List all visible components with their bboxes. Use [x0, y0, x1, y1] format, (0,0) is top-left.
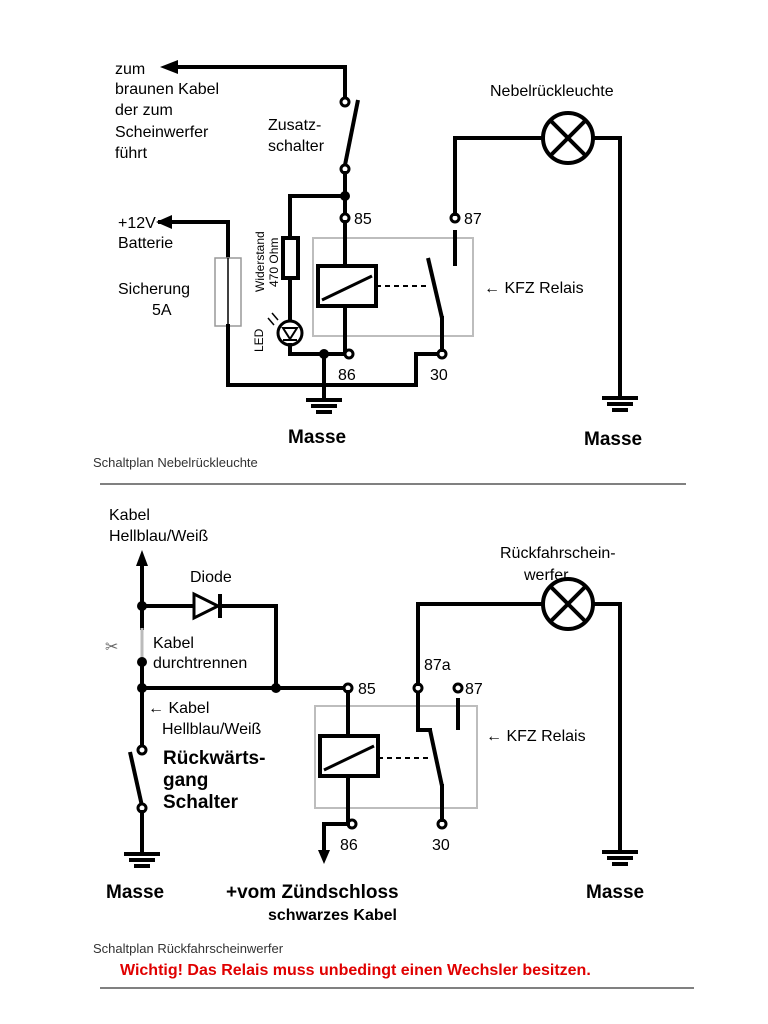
- label-cable-mid-2: Hellblau/Weiß: [162, 721, 262, 738]
- term-label-87: 87: [464, 211, 482, 228]
- label-cut-1: Kabel: [153, 635, 194, 652]
- terminal-86: [343, 348, 355, 360]
- ground-label-left: Masse: [288, 427, 346, 448]
- arrow-down-icon: [318, 850, 330, 864]
- extra-switch: [343, 99, 360, 166]
- switch-terminal: [339, 96, 351, 108]
- relay-coil: [318, 734, 380, 778]
- term-label-30: 30: [432, 837, 450, 854]
- diagram-fog-light: zum braunen Kabel der zum Scheinwerfer f…: [93, 60, 686, 485]
- label-fog-light: Nebelrückleuchte: [490, 83, 614, 100]
- terminal-87: [452, 682, 464, 694]
- diode-icon: [192, 591, 222, 621]
- diagram-reverse-light: ✂: [93, 507, 694, 989]
- label-resistor-1: Widerstand: [253, 231, 267, 292]
- label-brown-cable-1: zum: [115, 61, 145, 78]
- ground-label-right: Masse: [586, 882, 644, 903]
- relay-box: [314, 705, 478, 809]
- label-brown-cable-3: der zum: [115, 102, 173, 119]
- label-cable-mid-1: ← Kabel: [148, 700, 209, 717]
- ignition-label: +vom Zündschloss: [226, 882, 399, 903]
- label-resistor-2: 470 Ohm: [267, 238, 281, 287]
- label-extra-switch-2: schalter: [268, 138, 325, 155]
- label-reverse-switch-2: gang: [163, 770, 208, 791]
- ground-label-right: Masse: [584, 429, 642, 450]
- scissors-icon: ✂: [105, 637, 118, 656]
- label-brown-cable-5: führt: [115, 145, 148, 162]
- caption-2: Schaltplan Rückfahrscheinwerfer: [93, 941, 284, 956]
- label-relay: ← KFZ Relais: [486, 728, 586, 745]
- ground-label-left: Masse: [106, 882, 164, 903]
- resistor: [281, 236, 300, 280]
- term-label-86: 86: [340, 837, 358, 854]
- reverse-switch: [128, 751, 144, 807]
- term-label-86: 86: [338, 367, 356, 384]
- label-fuse-1: Sicherung: [118, 281, 190, 298]
- label-reverse-switch-3: Schalter: [163, 792, 239, 813]
- term-label-85: 85: [354, 211, 372, 228]
- label-led: LED: [252, 328, 266, 352]
- relay-coil: [316, 264, 378, 308]
- label-reverse-light-1: Rückfahrschein-: [500, 545, 616, 562]
- label-fuse-2: 5A: [152, 302, 172, 319]
- label-reverse-switch-1: Rückwärts-: [163, 748, 265, 769]
- label-battery-2: Batterie: [118, 235, 173, 252]
- label-battery-1: +12V: [118, 215, 156, 232]
- label-extra-switch-1: Zusatz-: [268, 117, 321, 134]
- ignition-sub-label: schwarzes Kabel: [268, 907, 397, 924]
- label-reverse-light-2: werfer: [523, 567, 569, 584]
- label-diode: Diode: [190, 569, 232, 586]
- term-label-87: 87: [465, 681, 483, 698]
- arrow-up-icon: [136, 550, 148, 566]
- term-label-30: 30: [430, 367, 448, 384]
- label-brown-cable-4: Scheinwerfer: [115, 124, 209, 141]
- arrow-left-icon: [156, 215, 172, 229]
- warning-text: Wichtig! Das Relais muss unbedingt einen…: [120, 962, 591, 979]
- label-brown-cable-2: braunen Kabel: [115, 81, 219, 98]
- relay-box: [312, 237, 474, 337]
- relay-contact: [426, 257, 444, 319]
- label-cut-2: durchtrennen: [153, 655, 247, 672]
- label-cable-top-2: Hellblau/Weiß: [109, 528, 209, 545]
- relay-contact: [428, 729, 444, 787]
- label-cable-top-1: Kabel: [109, 507, 150, 524]
- label-relay: ← KFZ Relais: [484, 280, 584, 297]
- arrow-left-icon: [160, 60, 178, 74]
- term-label-87a: 87a: [424, 657, 451, 674]
- caption-1: Schaltplan Nebelrückleuchte: [93, 455, 258, 470]
- term-label-85: 85: [358, 681, 376, 698]
